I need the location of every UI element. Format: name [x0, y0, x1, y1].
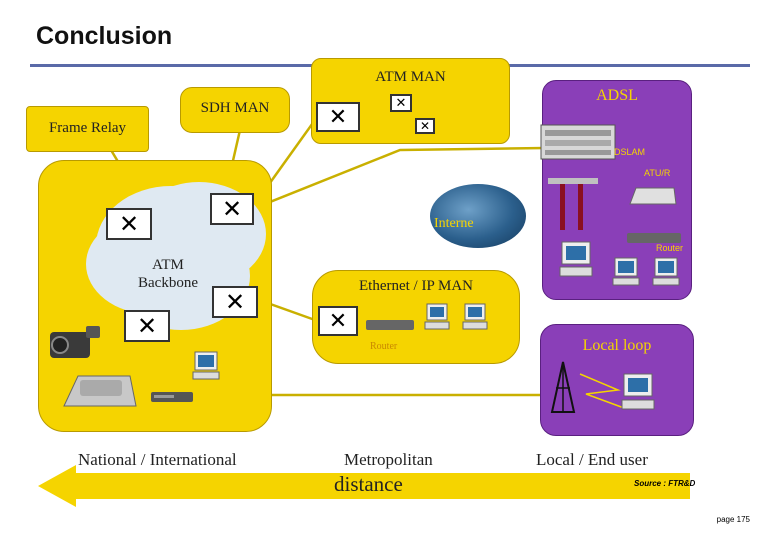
- camera-icon: [50, 326, 100, 358]
- atu-r-icon: [629, 187, 677, 205]
- router-eth-label: Router: [370, 341, 398, 352]
- local-loop-label: Local loop: [582, 337, 652, 354]
- cable-icon: [548, 178, 598, 230]
- antenna-icon: [550, 361, 576, 413]
- router-adsl-label: Router: [656, 243, 684, 253]
- computer-icon: [192, 351, 220, 380]
- radio-link-icon: [579, 373, 625, 409]
- switch-icon: ✕: [124, 310, 170, 342]
- sdh-man-label: SDH MAN: [200, 100, 270, 116]
- switch-icon: ✕: [318, 306, 358, 336]
- frame-relay-label: Frame Relay: [48, 120, 127, 136]
- switch-icon: ✕: [212, 286, 258, 318]
- computer-icon: [462, 303, 488, 330]
- switch-icon: ✕: [316, 102, 360, 132]
- computer-icon: [559, 241, 593, 277]
- dslam-icon: [540, 124, 616, 160]
- computer-icon: [612, 257, 640, 286]
- internet-globe-icon: [430, 184, 526, 248]
- atu-r-label: ATU/R: [644, 168, 671, 178]
- adsl-label: ADSL: [596, 87, 638, 104]
- switch-icon: ✕: [106, 208, 152, 240]
- switch-icon: ✕: [415, 118, 435, 134]
- metropolitan-label: Metropolitan: [344, 450, 433, 470]
- link-adsl: [249, 146, 546, 212]
- ethernet-ip-man-label: Ethernet / IP MAN: [358, 278, 473, 294]
- router-icon: [627, 233, 681, 243]
- switch-icon: ✕: [390, 94, 412, 112]
- source-label: Source : FTR&D: [634, 479, 696, 488]
- page-number: page 175: [716, 515, 750, 524]
- dslam-label: DSLAM: [614, 147, 646, 157]
- computer-icon: [424, 303, 450, 330]
- router-icon: [151, 392, 193, 402]
- local-end-user-label: Local / End user: [536, 450, 648, 470]
- atm-backbone-label: ATM Backbone: [138, 257, 198, 291]
- national-label: National / International: [78, 450, 237, 470]
- switch-icon: ✕: [210, 193, 254, 225]
- computer-icon: [621, 373, 655, 410]
- frame-relay-box: Frame Relay: [26, 106, 149, 152]
- phone-icon: [63, 375, 137, 407]
- distance-label: distance: [334, 472, 403, 496]
- local-loop-box: Local loop: [540, 324, 694, 436]
- page-title: Conclusion: [36, 22, 173, 50]
- router-icon: [366, 320, 414, 330]
- sdh-man-box: SDH MAN: [180, 87, 290, 133]
- internet-label: Interne: [434, 216, 474, 231]
- link-sdh: [230, 129, 242, 166]
- computer-icon: [652, 257, 680, 286]
- atm-man-label: ATM MAN: [375, 69, 446, 85]
- distance-arrow: [38, 465, 690, 507]
